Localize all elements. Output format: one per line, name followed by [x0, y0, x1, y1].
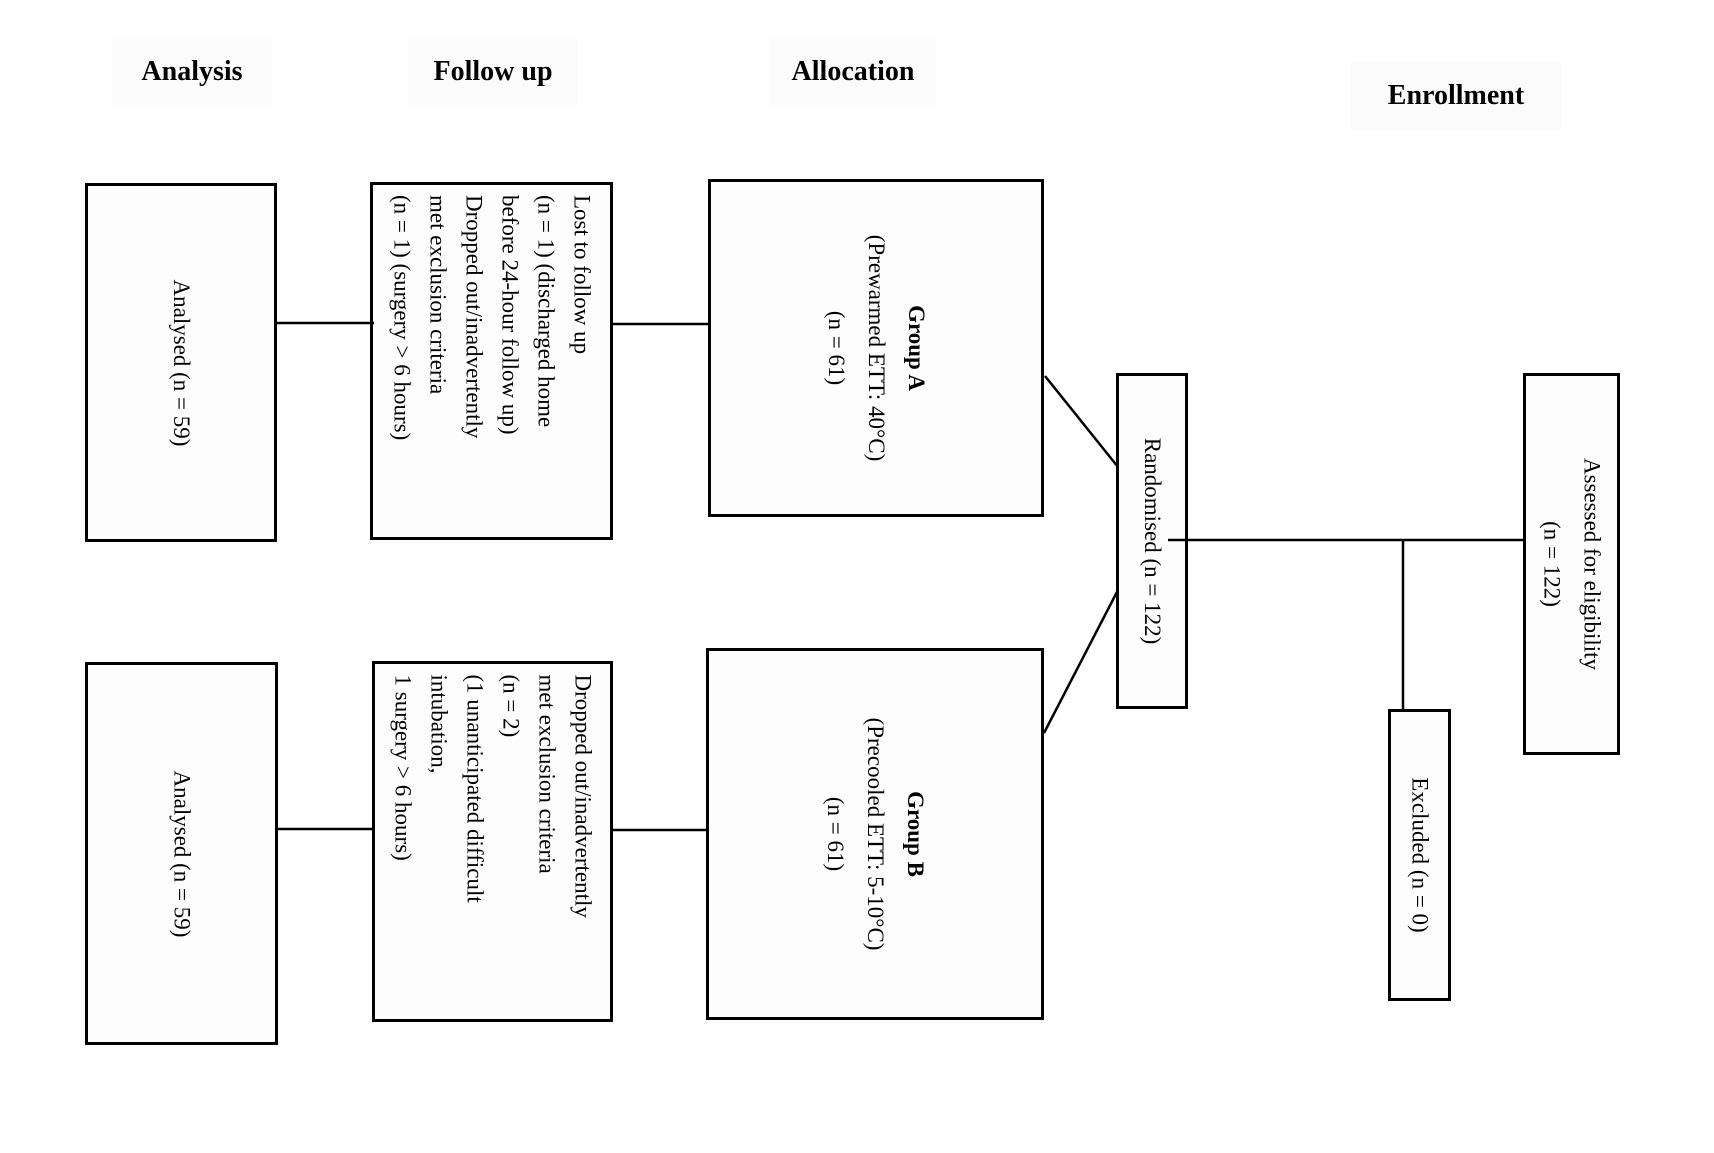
box-analysed-bottom-text: Analysed (n = 59)	[169, 770, 195, 937]
connector-diagonal-group-a-randomised	[1044, 375, 1119, 468]
column-header-analysis: Analysis	[112, 39, 272, 105]
box-analysed-bottom: Analysed (n = 59)	[85, 662, 278, 1045]
box-group-a: Group A (Prewarmed ETT: 40°C) (n = 61)	[708, 179, 1044, 517]
box-group-b: Group B (Precooled ETT: 5-10°C) (n = 61)	[706, 648, 1044, 1020]
column-header-follow-up: Follow up	[408, 39, 578, 105]
column-header-enrollment: Enrollment	[1350, 62, 1562, 130]
box-followup-top: Lost to follow up (n = 1) (discharged ho…	[370, 182, 613, 540]
connector-diagonal-group-b-randomised	[1042, 589, 1120, 734]
box-analysed-top-text: Analysed (n = 59)	[169, 279, 194, 446]
box-assessed: Assessed for eligibility (n = 122)	[1523, 373, 1620, 755]
box-randomised: Randomised (n = 122)	[1116, 373, 1188, 709]
box-followup-bottom: Dropped out/inadvertently met exclusion …	[372, 661, 613, 1022]
column-header-allocation: Allocation	[770, 39, 936, 105]
box-analysed-top: Analysed (n = 59)	[85, 183, 277, 542]
box-excluded: Excluded (n = 0)	[1388, 709, 1451, 1001]
box-randomised-text: Randomised (n = 122)	[1140, 437, 1165, 645]
box-excluded-text: Excluded (n = 0)	[1407, 777, 1433, 933]
